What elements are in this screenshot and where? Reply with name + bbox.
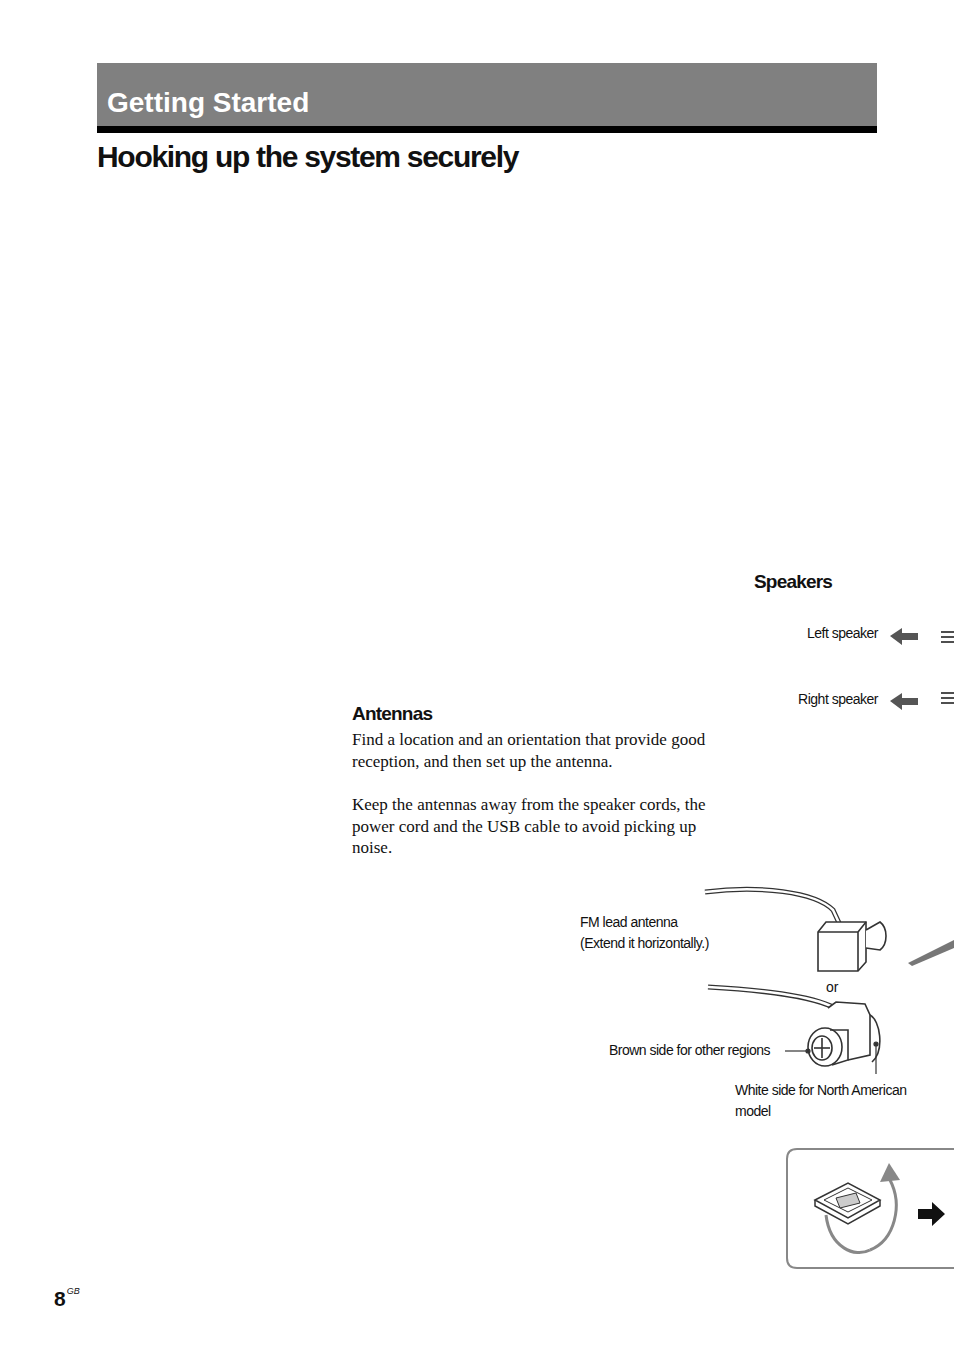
section-band: Getting Started (97, 63, 877, 126)
part-label: FM lead antenna (Extend it horizontally.… (580, 912, 720, 954)
connector-word: or (826, 978, 838, 996)
part-label: Right speaker (798, 690, 878, 708)
part-label: Brown side for other regions (609, 1041, 770, 1059)
page-title: Hooking up the system securely (97, 140, 518, 174)
page-number: 8 (54, 1286, 66, 1312)
cable (908, 940, 954, 966)
speaker-terminals (941, 632, 954, 703)
leader-lines (785, 1042, 878, 1074)
page-suffix: GB (67, 1286, 80, 1297)
speaker-arrows (890, 628, 918, 710)
section-heading: Antennas (352, 702, 432, 726)
am-loop-panel (787, 1149, 954, 1268)
header-rule (97, 125, 877, 133)
section-heading: Getting Started (107, 87, 867, 119)
section-heading: Speakers (754, 570, 832, 594)
body-text: Find a location and an orientation that … (352, 729, 707, 772)
part-label: Left speaker (807, 624, 878, 642)
fm-antenna-1 (705, 889, 886, 971)
body-text: Keep the antennas away from the speaker … (352, 794, 707, 859)
part-label: White side for North American model (735, 1080, 920, 1122)
